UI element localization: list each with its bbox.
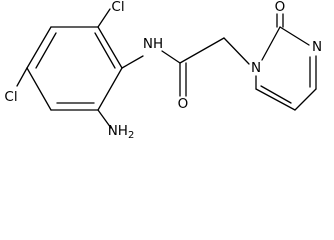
ring-bond-c3-c4	[26, 26, 52, 69]
ring-bond-c4-c5	[26, 67, 52, 111]
molecule-svg: Cl Cl NH O N O N NH2	[4, 0, 322, 139]
ring2-bond-n1-c2	[261, 26, 281, 61]
pyrimidinone-oxygen-label: O	[275, 0, 286, 15]
pyrimidinone-n3-label: N	[312, 39, 322, 55]
bond-nh-carbonyl	[161, 50, 181, 64]
amide-nh-label: NH	[143, 36, 163, 52]
bond-c-cl-left	[16, 67, 28, 87]
ring-bond-c1-c2	[97, 26, 123, 69]
amino-label-subscript: 2	[128, 130, 134, 140]
amino-label-main: NH	[108, 123, 128, 139]
pyrimidinone-n1-label: N	[251, 60, 261, 76]
carbonyl-oxygen-label: O	[178, 96, 189, 112]
pyrimidinone-ring	[255, 26, 317, 111]
chlorine-label-left: Cl	[4, 89, 17, 105]
bond-carbonyl-ch2	[179, 37, 225, 64]
benzene-ring	[26, 26, 123, 111]
ring2-bond-c5-c6	[255, 88, 296, 111]
ring-bond-c6-c1	[97, 67, 123, 111]
ring-double-bond-inner-1	[94, 32, 116, 69]
structure-diagram: Cl Cl NH O N O N NH2	[4, 0, 322, 139]
ring-double-bond-inner-2	[35, 32, 57, 69]
ring2-bond-c2-n3	[279, 26, 310, 46]
bond-c-nh	[121, 55, 144, 69]
chlorine-label-top: Cl	[111, 0, 124, 15]
ring2-bond-c4-c5	[294, 88, 317, 111]
bond-c-nh2	[97, 109, 112, 129]
bond-ch2-n1	[223, 37, 250, 65]
ring2-double-bond-inner-2	[260, 85, 292, 104]
bond-c-cl-top	[97, 8, 111, 28]
amino-label: NH2	[108, 123, 135, 139]
